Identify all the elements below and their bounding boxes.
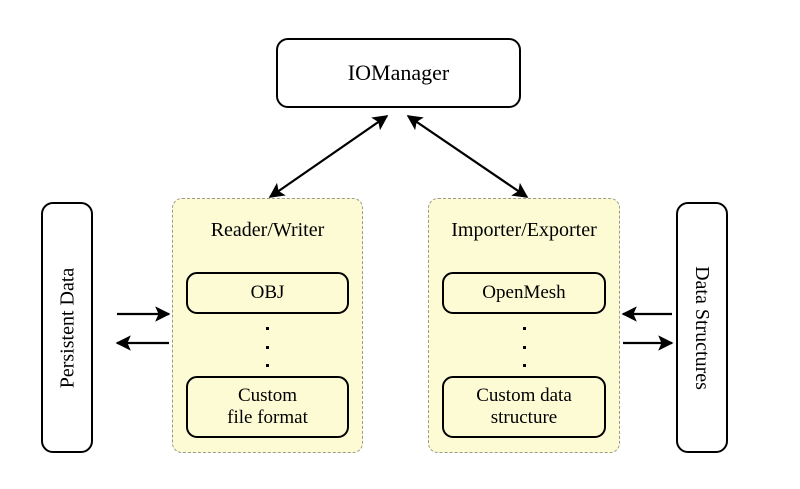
group-reader-writer[interactable]: Reader/Writer OBJ Custom file format — [172, 198, 363, 453]
ellipsis-dot — [266, 345, 269, 349]
item-custom-file-format-label: Custom file format — [227, 385, 308, 430]
io-manager-node[interactable]: IOManager — [276, 38, 521, 108]
group-reader-writer-title: Reader/Writer — [210, 219, 325, 241]
ellipsis-reader-writer — [173, 327, 362, 367]
item-custom-data-structure-line1: Custom data — [476, 384, 572, 406]
item-custom-data-structure-label: Custom data structure — [476, 385, 572, 430]
item-custom-file-format[interactable]: Custom file format — [186, 376, 349, 438]
group-importer-exporter-title: Importer/Exporter — [451, 219, 597, 241]
ellipsis-dot — [266, 327, 269, 330]
persistent-data-label: Persistent Data — [56, 267, 78, 388]
persistent-data-node[interactable]: Persistent Data — [41, 202, 93, 453]
data-structures-label: Data Structures — [691, 265, 714, 390]
ellipsis-dot — [522, 345, 526, 349]
group-importer-exporter[interactable]: Importer/Exporter OpenMesh Custom data s… — [428, 198, 620, 453]
item-obj-label: OBJ — [250, 281, 285, 303]
item-custom-file-format-line2: file format — [227, 407, 308, 428]
ellipsis-dot — [266, 364, 269, 367]
ellipsis-importer-exporter — [429, 327, 619, 367]
item-custom-data-structure-line2: structure — [490, 407, 558, 428]
item-custom-data-structure[interactable]: Custom data structure — [442, 376, 606, 438]
ellipsis-dot — [522, 327, 526, 330]
item-obj[interactable]: OBJ — [186, 272, 349, 314]
data-structures-node[interactable]: Data Structures — [676, 202, 728, 453]
connector-manager-importer-exporter — [406, 115, 529, 198]
item-openmesh-label: OpenMesh — [482, 281, 566, 303]
ellipsis-dot — [522, 364, 526, 367]
io-manager-label: IOManager — [347, 60, 450, 85]
item-custom-file-format-line1: Custom — [237, 384, 298, 406]
connector-manager-reader-writer — [268, 115, 389, 198]
item-openmesh[interactable]: OpenMesh — [442, 272, 606, 314]
